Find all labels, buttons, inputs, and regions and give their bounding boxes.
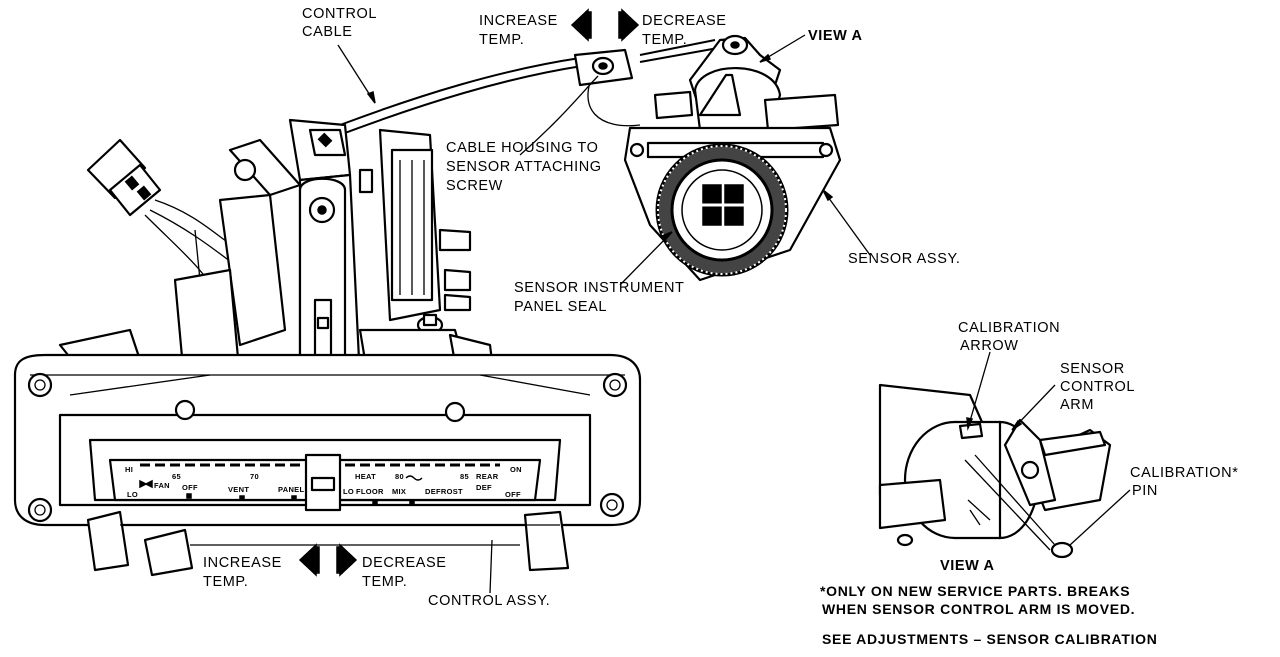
dial-80: 80 [395,472,404,481]
label-sensor-assy: SENSOR ASSY. [848,251,961,267]
label-control-cable-1: CONTROL [302,6,377,22]
label-calibration-pin-2: PIN [1132,483,1158,499]
label-increase-top-2: TEMP. [479,32,524,48]
label-view-a-bottom: VIEW A [940,558,995,574]
dial-85: 85 [460,472,469,481]
label-cable-housing-3: SCREW [446,178,503,194]
label-sensor-control-arm-1: SENSOR [1060,361,1125,377]
dial-off-right: OFF [505,490,521,499]
electrical-connector [86,138,241,331]
dial-fan: FAN [154,481,170,490]
direction-arrow-right-icon [336,543,358,577]
dial-70: 70 [250,472,259,481]
sensor-assembly [623,34,842,282]
dial-def: DEF [476,483,492,492]
control-cable [339,39,719,134]
dial-hi: HI [125,465,133,474]
dial-rear: REAR [476,472,499,481]
direction-arrow-left-icon [570,8,592,42]
label-control-assy: CONTROL ASSY. [428,593,550,609]
label-decrease-bottom-2: TEMP. [362,574,407,590]
label-sensor-control-arm-2: CONTROL [1060,379,1135,395]
control-face-plate: HI 65 70 HEAT 80 85 REAR ON FAN OFF VENT… [13,328,642,577]
dial-heat: HEAT [355,472,376,481]
dial-defrost: DEFROST [425,487,463,496]
direction-arrow-left-icon [298,543,320,577]
dial-floor: FLOOR [356,487,384,496]
cable-clamp [573,48,634,87]
view-a-detail [878,383,1112,559]
see-adjustments-note: SEE ADJUSTMENTS – SENSOR CALIBRATION [822,631,1158,647]
dial-lo-left: LO [127,490,138,499]
label-increase-bottom-1: INCREASE [203,555,282,571]
label-calibration-arrow-1: CALIBRATION [958,320,1060,336]
label-calibration-arrow-2: ARROW [960,338,1019,354]
label-control-cable-2: CABLE [302,24,353,40]
label-sensor-control-arm-3: ARM [1060,397,1094,413]
leader-lines [337,34,1131,594]
label-sensor-seal-1: SENSOR INSTRUMENT [514,280,685,296]
label-decrease-top-1: DECREASE [642,13,727,29]
dial-65-left: 65 [172,472,181,481]
label-decrease-bottom-1: DECREASE [362,555,447,571]
label-decrease-top-2: TEMP. [642,32,687,48]
dial-off: OFF [182,483,198,492]
dial-panel: PANEL [278,485,304,494]
fan-icon [139,479,153,489]
label-increase-bottom-2: TEMP. [203,574,248,590]
label-calibration-pin-1: CALIBRATION* [1130,465,1238,481]
dial-on: ON [510,465,522,474]
label-view-a-top: VIEW A [808,28,863,44]
direction-arrow-right-icon [618,8,640,42]
defrost-icon [405,475,423,481]
dial-mix: MIX [392,487,406,496]
dial-lo-mid: LO [343,487,354,496]
label-cable-housing-2: SENSOR ATTACHING [446,159,602,175]
label-increase-top-1: INCREASE [479,13,558,29]
footnote-line-1: *ONLY ON NEW SERVICE PARTS. BREAKS [820,583,1130,599]
footnote-line-2: WHEN SENSOR CONTROL ARM IS MOVED. [822,601,1135,617]
label-cable-housing-1: CABLE HOUSING TO [446,140,599,156]
dial-vent: VENT [228,485,249,494]
label-sensor-seal-2: PANEL SEAL [514,299,607,315]
labels: CONTROL CABLE INCREASE TEMP. DECREASE TE… [203,6,1238,647]
temperature-dial-scale: HI 65 70 HEAT 80 85 REAR ON FAN OFF VENT… [125,463,522,505]
